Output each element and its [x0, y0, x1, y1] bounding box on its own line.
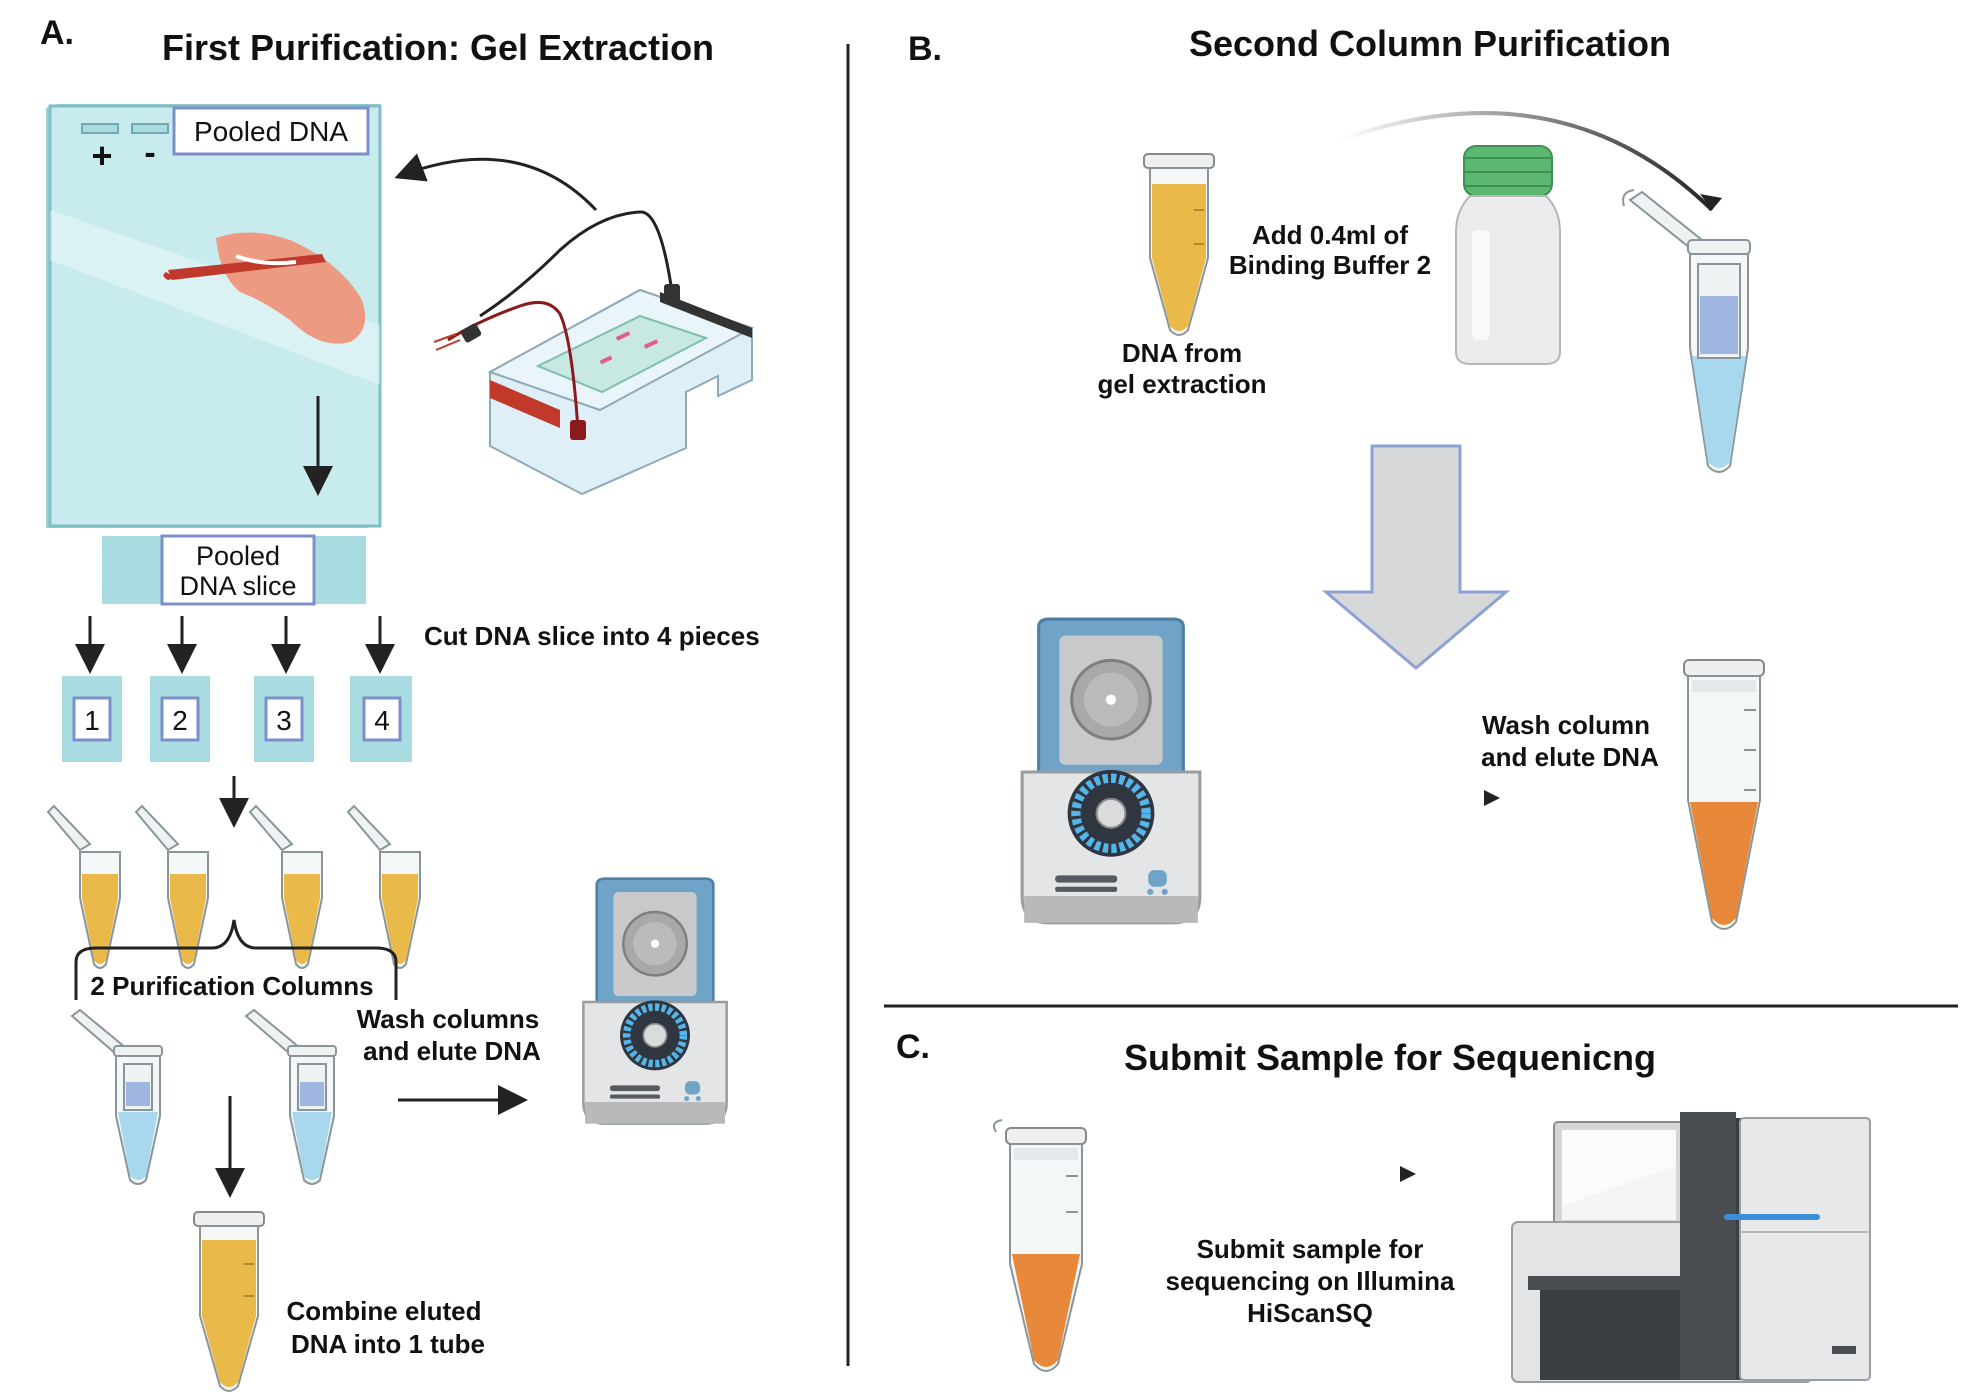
panel-a-title: First Purification: Gel Extraction: [162, 27, 714, 68]
panel-a-letter: A.: [40, 14, 74, 52]
brace: [74, 919, 398, 1000]
panel-b-letter: B.: [908, 30, 942, 68]
purification-columns: [70, 1008, 337, 1185]
piece-label: 3: [276, 705, 292, 736]
electrophoresis-icon: [433, 210, 755, 496]
wash-caption-b-line1: Wash column: [1482, 710, 1650, 740]
combine-caption-line2: DNA into 1 tube: [291, 1329, 485, 1359]
gel-box: + - Pooled DNA: [46, 104, 382, 528]
minus-sign: -: [144, 134, 155, 172]
panel-c-title: Submit Sample for Sequenicng: [1124, 1037, 1656, 1078]
dna-tube: [1143, 153, 1215, 336]
combined-tube: [193, 1211, 265, 1392]
piece-3: 3: [254, 676, 314, 762]
column-tube-b: [1622, 189, 1751, 473]
plus-sign: +: [91, 135, 112, 176]
submit-line2: sequencing on Illumina: [1166, 1266, 1455, 1296]
wash-caption-b-line2: and elute DNA: [1481, 742, 1659, 772]
sample-tube-c: [993, 1119, 1087, 1372]
apparatus-to-gel-arrow: [394, 153, 598, 212]
panel-a: A. First Purification: Gel Extraction + …: [40, 14, 760, 1392]
slice-label-box: [160, 534, 316, 606]
piece-label: 2: [172, 705, 188, 736]
hand-scalpel-icon: [163, 232, 366, 344]
yellow-tubes: [46, 804, 421, 969]
wash-caption-line2: and elute DNA: [363, 1036, 541, 1066]
add-caption-line1: Add 0.4ml of: [1252, 220, 1408, 250]
columns-caption: 2 Purification Columns: [90, 971, 373, 1001]
dna-from-line1: DNA from: [1122, 338, 1242, 368]
big-down-arrow: [1321, 444, 1511, 670]
centrifuge-icon-b: [1022, 619, 1200, 923]
piece-4: 4: [350, 676, 412, 762]
pooled-dna-label: Pooled DNA: [194, 116, 348, 147]
piece-1: 1: [62, 676, 122, 762]
combine-caption-line1: Combine eluted: [286, 1296, 481, 1326]
pooled-dna-label-box: [172, 106, 370, 156]
panel-b-title: Second Column Purification: [1189, 23, 1671, 64]
piece-label: 4: [374, 705, 390, 736]
piece-label: 1: [84, 705, 100, 736]
cut-caption: Cut DNA slice into 4 pieces: [424, 621, 760, 651]
buffer-bottle-icon: [1455, 145, 1561, 365]
dna-from-line2: gel extraction: [1097, 369, 1266, 399]
panel-b: B. Second Column Purification DNA from g…: [908, 23, 1765, 930]
submit-line3: HiScanSQ: [1247, 1298, 1373, 1328]
add-caption-line2: Binding Buffer 2: [1229, 250, 1431, 280]
wash-caption-line1: Wash columns: [357, 1004, 540, 1034]
slice-label-line2: DNA slice: [179, 571, 296, 601]
sequencer-icon: [1511, 1112, 1871, 1383]
eluted-tube-b: [1683, 659, 1765, 930]
slice-label-line1: Pooled: [196, 541, 280, 571]
submit-line1: Submit sample for: [1197, 1234, 1424, 1264]
panel-c-letter: C.: [896, 1028, 930, 1066]
panel-c: C. Submit Sample for Sequenicng Submit s…: [896, 1028, 1871, 1383]
centrifuge-icon-a: [583, 879, 726, 1124]
piece-2: 2: [150, 676, 210, 762]
